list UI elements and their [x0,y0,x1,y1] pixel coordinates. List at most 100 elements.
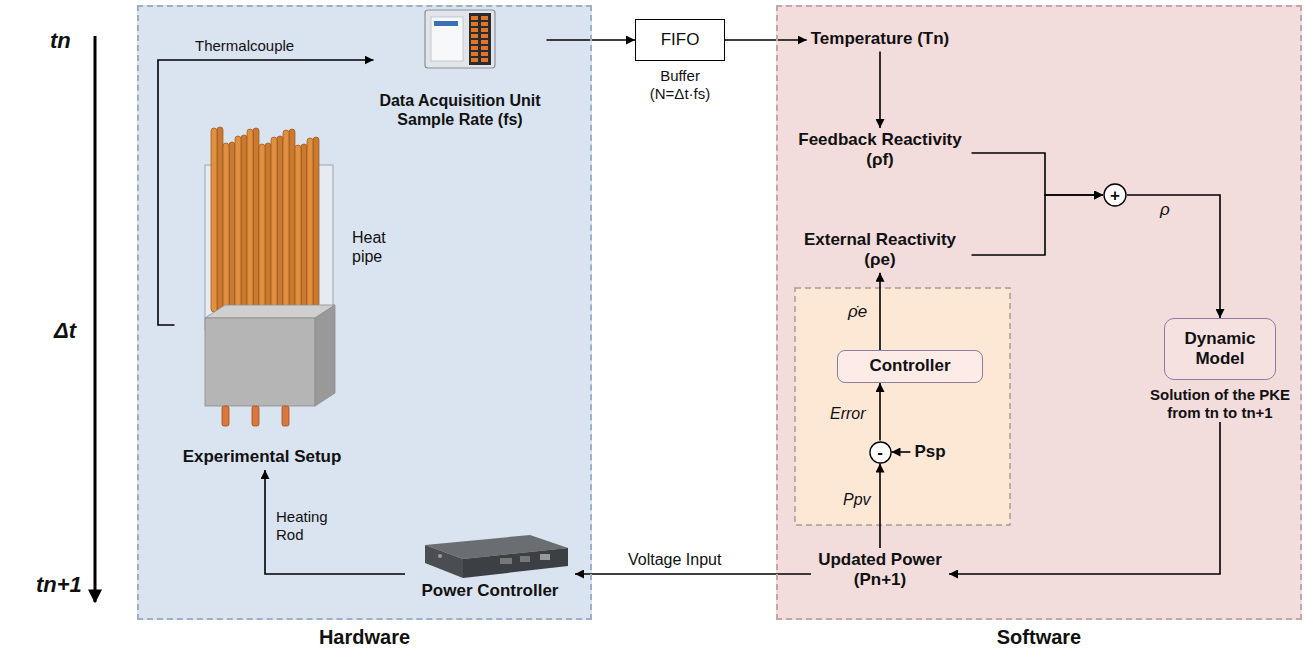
feedback-reactivity: Feedback Reactivity (ρf) [789,128,972,173]
label-holder: tn [50,28,71,54]
node-label: FIFO [661,30,700,50]
connector-label: Ppv [843,490,871,509]
experimental-setup: Experimental Setup [175,125,350,470]
signal-arrow [879,464,881,549]
controller-band [795,288,1010,525]
time-axis [94,36,97,602]
heat-pipe-rod [277,136,283,312]
dynamic-model: Dynamic ModelSolution of the PKE from tn… [1145,318,1295,422]
terminal-pin [481,34,488,38]
signal-arrow [879,383,881,441]
terminal-pin [481,46,488,50]
temperature-signal: Temperature (Tn) [807,27,954,51]
label-holder: Thermalcouple [195,37,294,55]
heat-pipe-rod [313,137,319,312]
updated-power: Updated Power (Pn+1) [811,548,949,593]
heat-pipe-rod [247,129,253,312]
heat-pipe-rod [217,127,223,312]
node-label: Solution of the PKE from tn to tn+1 [1145,386,1295,422]
terminal-pin [471,40,478,44]
box-outline: Dynamic Model [1164,318,1276,380]
label-holder: tn+1 [36,572,82,598]
terminal-pin [471,58,478,62]
node-label: Controller [869,356,950,376]
time-label: Δt [54,318,76,344]
node-label: Software [997,625,1081,649]
external-reactivity: External Reactivity (ρe) [789,228,972,273]
summing-junction: + [1103,183,1127,207]
signal-arrow [158,60,374,325]
label-holder: Heat pipe [352,228,396,266]
setpoint-input: Psp [910,440,949,464]
signal-arrow [972,153,1104,195]
power-controller: Power Controller [405,530,575,604]
terminal-pin [481,28,488,32]
heat-pipe-rod [211,128,217,312]
signal-arrow [879,51,881,128]
label-holder: Δt [54,318,76,344]
connector-label: ρ̇e [848,302,867,322]
label-holder: ρ [1160,200,1170,220]
label-holder: Voltage Input [628,550,721,569]
node-label: + [1110,187,1120,204]
difference-junction: - [869,441,892,464]
terminal-pin [471,34,478,38]
node-label: Feedback Reactivity (ρf) [793,130,968,171]
node-label: - [877,444,883,461]
junction-outline [1104,184,1126,206]
power-controller-device [425,535,568,578]
terminal-pin [471,52,478,56]
software-ground [776,5,1302,620]
hardware-ground [137,5,592,620]
terminal-pin [481,40,488,44]
signal-arrow [879,273,881,350]
terminal-pin [471,28,478,32]
part-label: Heat pipe [352,228,396,266]
connector-label: Heating Rod [276,508,338,544]
heat-pipe-rod [229,142,235,312]
panel-caption: Software [778,625,1300,649]
controller-box: Controller [837,350,983,383]
heat-pipe-rod [241,135,247,312]
box-outline: FIFO [635,19,725,61]
signal-arrow [1127,195,1220,318]
connector-label: Voltage Input [628,550,721,569]
terminal-pin [481,16,488,20]
label-holder: Heating Rod [276,508,338,544]
node-label: Buffer (N=Δt·fs) [635,67,725,103]
connector-label: Error [830,404,866,423]
heat-pipe-rod [265,143,271,312]
signal-arrow [265,470,405,574]
panel-caption: Hardware [139,625,590,649]
daq-unit: Data Acquisition Unit Sample Rate (fs) [374,8,547,132]
signal-arrow [725,39,807,41]
node-label: Updated Power (Pn+1) [815,550,945,591]
heat-pipe-rod [253,128,259,312]
junction-outline [869,441,890,462]
connector-label: ρ [1160,200,1170,220]
terminal-pin [471,46,478,50]
node-label: Psp [914,442,945,462]
heat-pipe-rod [235,136,241,312]
heat-pipe-rod [289,129,295,312]
heat-pipe-rod [307,138,313,312]
hardware-panel: HardwareExperimental SetupData Acquisiti… [137,5,592,620]
heat-pipe-rod [283,130,289,312]
terminal-pin [471,16,478,20]
label-holder: ρ̇e [848,302,867,322]
heat-pipe-rod [223,143,229,312]
connector-label: Thermalcouple [195,37,294,55]
node-label: Experimental Setup [183,447,342,467]
heat-pipe-assembly [205,127,335,426]
node-label: Power Controller [422,581,559,601]
heat-pipe-rod [301,144,307,312]
time-label: tn+1 [36,572,82,598]
node-label: Dynamic Model [1173,329,1267,370]
fifo-buffer: FIFO Buffer (N=Δt·fs) [635,19,725,103]
node-label: Temperature (Tn) [811,29,950,49]
signal-arrow [972,195,1104,255]
terminal-pin [471,22,478,26]
heat-pipe-rod [295,145,301,312]
signal-arrow [949,422,1220,574]
